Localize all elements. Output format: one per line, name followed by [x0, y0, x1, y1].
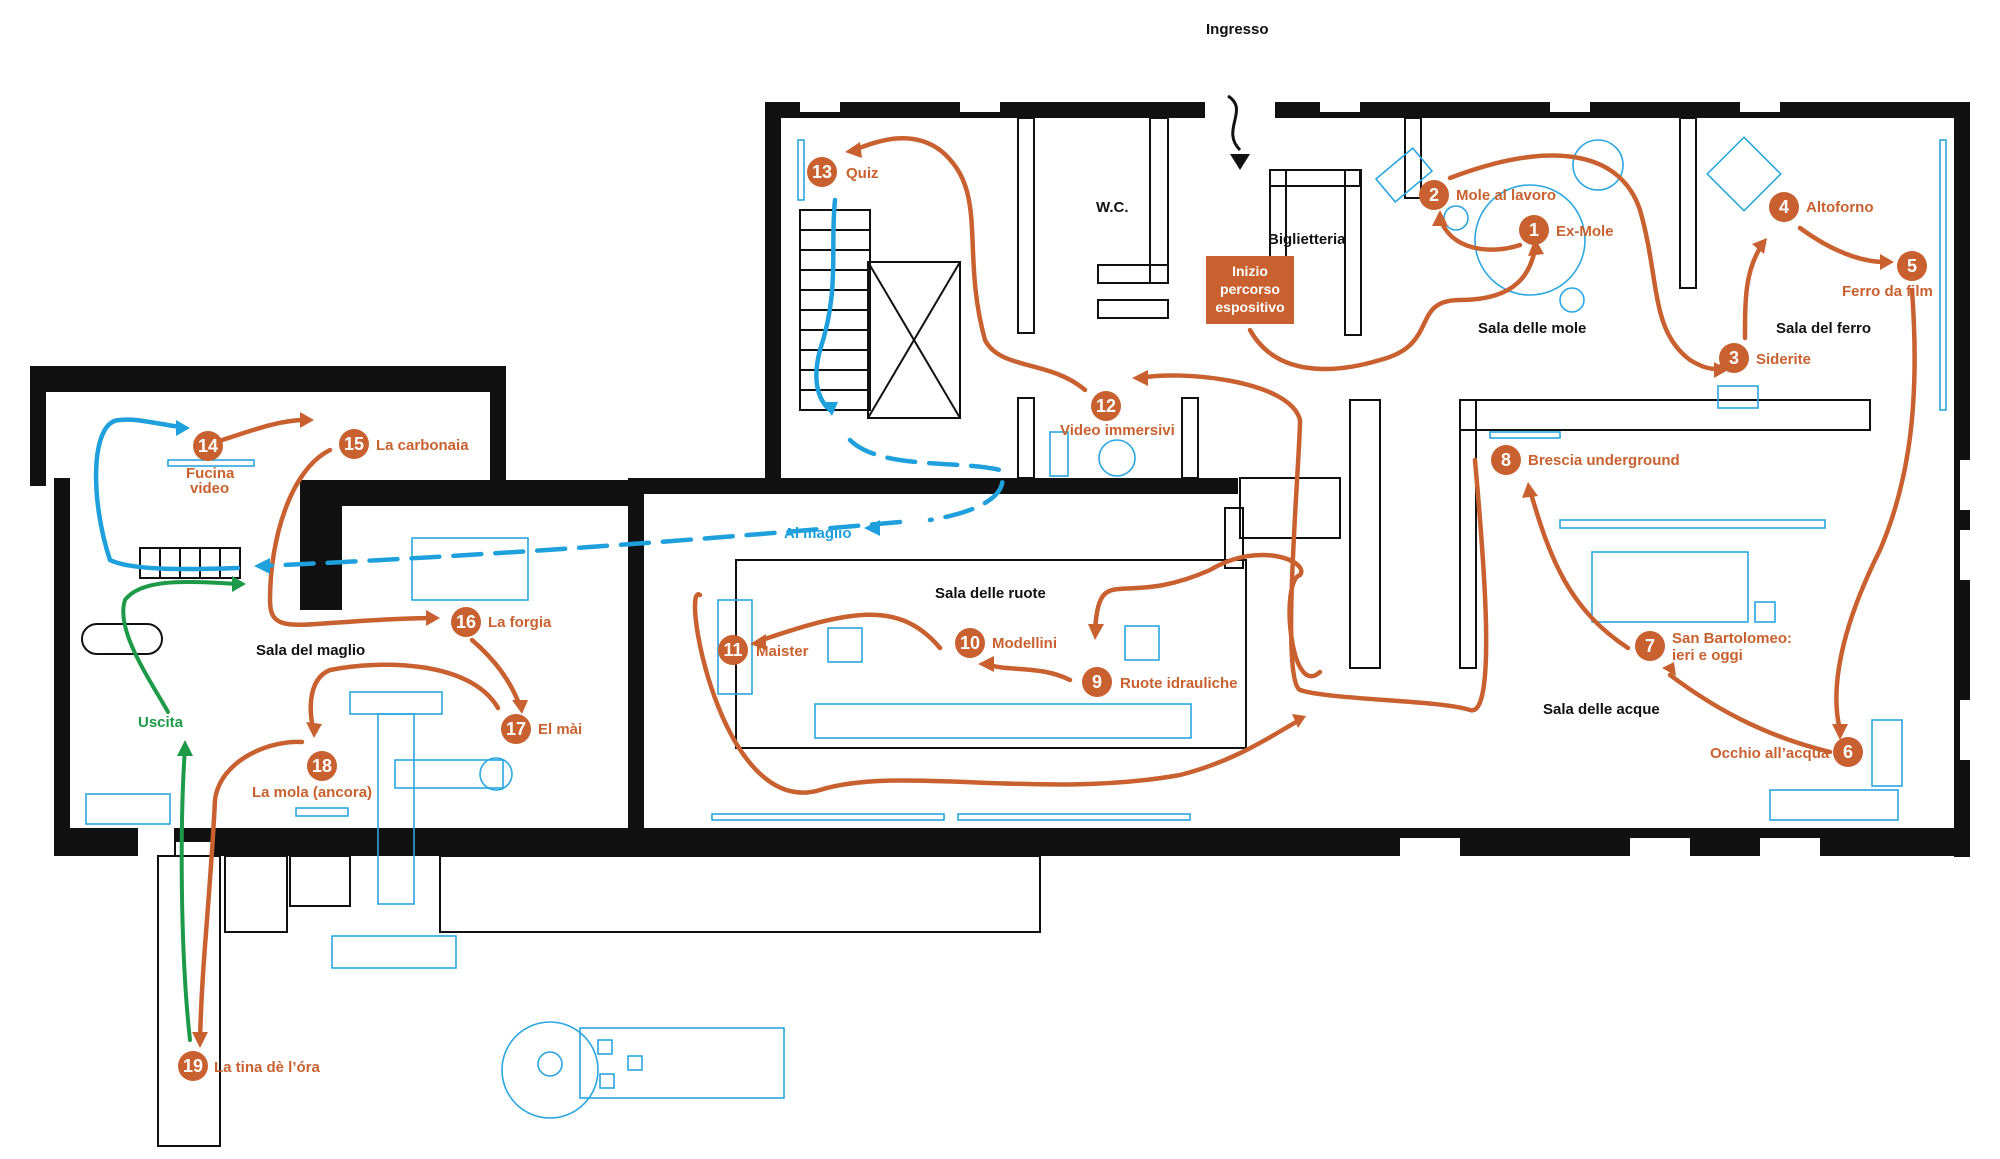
stop-4-label: Altoforno	[1806, 199, 1873, 216]
stop-12-number: 12	[1096, 396, 1116, 416]
stop-1-label: Ex-Mole	[1556, 223, 1614, 240]
start-label-line-2: percorso	[1220, 281, 1280, 297]
arrowheads	[176, 142, 1894, 1048]
uscita-label: Uscita	[138, 714, 184, 731]
start-label-box	[1206, 256, 1294, 324]
stop-8-number: 8	[1501, 450, 1511, 470]
stop-14-label-line-1: Fucina	[186, 465, 235, 482]
room-sala-del-ferro: Sala del ferro	[1776, 320, 1871, 337]
stop-15-label: La carbonaia	[376, 437, 469, 454]
al-maglio-label: Al maglio	[784, 525, 852, 542]
stop-19-label: La tina dè l’óra	[214, 1059, 321, 1076]
stop-7-label-line-1: San Bartolomeo:	[1672, 630, 1792, 647]
stop-4-number: 4	[1779, 197, 1789, 217]
room-wc: W.C.	[1096, 199, 1129, 216]
stop-13-number: 13	[812, 162, 832, 182]
stop-19-number: 19	[183, 1056, 203, 1076]
stop-12-label: Video immersivi	[1060, 422, 1175, 439]
stop-17-number: 17	[506, 719, 526, 739]
room-sala-del-maglio: Sala del maglio	[256, 642, 365, 659]
start-label-line-1: Inizio	[1232, 263, 1268, 279]
stop-3-label: Siderite	[1756, 351, 1811, 368]
entrance-arrow	[1227, 94, 1242, 152]
stop-14-number: 14	[198, 436, 218, 456]
stop-10-label: Modellini	[992, 635, 1057, 652]
stop-5-label: Ferro da film	[1842, 283, 1933, 300]
stop-10-number: 10	[960, 633, 980, 653]
stop-16-number: 16	[456, 612, 476, 632]
stop-13-label: Quiz	[846, 165, 879, 182]
stop-2-number: 2	[1429, 185, 1439, 205]
stop-7-number: 7	[1645, 636, 1655, 656]
stop-17-label: El mài	[538, 721, 582, 738]
stop-14-label-line-2: video	[190, 480, 229, 497]
blue-link-route	[93, 197, 1005, 572]
stairs	[81, 209, 961, 655]
room-sala-delle-acque: Sala delle acque	[1543, 701, 1660, 718]
stop-6-label: Occhio all’acqua	[1710, 745, 1830, 762]
stop-markers	[178, 157, 1927, 1081]
stop-15-number: 15	[344, 434, 364, 454]
outbuildings	[157, 855, 1041, 1147]
stop-8-label: Brescia underground	[1528, 452, 1680, 469]
room-sala-delle-mole: Sala delle mole	[1478, 320, 1586, 337]
entrance-label: Ingresso	[1206, 21, 1269, 38]
stop-5-number: 5	[1907, 256, 1917, 276]
green-exit-route	[121, 579, 238, 1042]
stop-11-label: Maister	[756, 643, 809, 660]
stop-2-label: Mole al lavoro	[1456, 187, 1556, 204]
stop-1-number: 1	[1529, 220, 1539, 240]
start-label-line-3: espositivo	[1215, 299, 1284, 315]
exhibit-fixtures	[85, 136, 1947, 1119]
room-sala-delle-ruote: Sala delle ruote	[935, 585, 1046, 602]
stop-3-number: 3	[1729, 348, 1739, 368]
orange-visit-route	[197, 135, 1917, 1043]
stop-18-number: 18	[312, 756, 332, 776]
map-labels: Ingresso Inizio percorso espositivo W.C.…	[138, 21, 1933, 1076]
walls	[30, 102, 1970, 857]
stop-18-label: La mola (ancora)	[252, 784, 372, 801]
stop-7-label-line-2: ieri e oggi	[1672, 647, 1743, 664]
stop-6-number: 6	[1843, 742, 1853, 762]
room-biglietteria: Biglietteria	[1268, 231, 1346, 248]
stop-9-number: 9	[1092, 672, 1102, 692]
stop-16-label: La forgia	[488, 614, 552, 631]
stop-11-number: 11	[723, 640, 742, 660]
stop-9-label: Ruote idrauliche	[1120, 675, 1238, 692]
